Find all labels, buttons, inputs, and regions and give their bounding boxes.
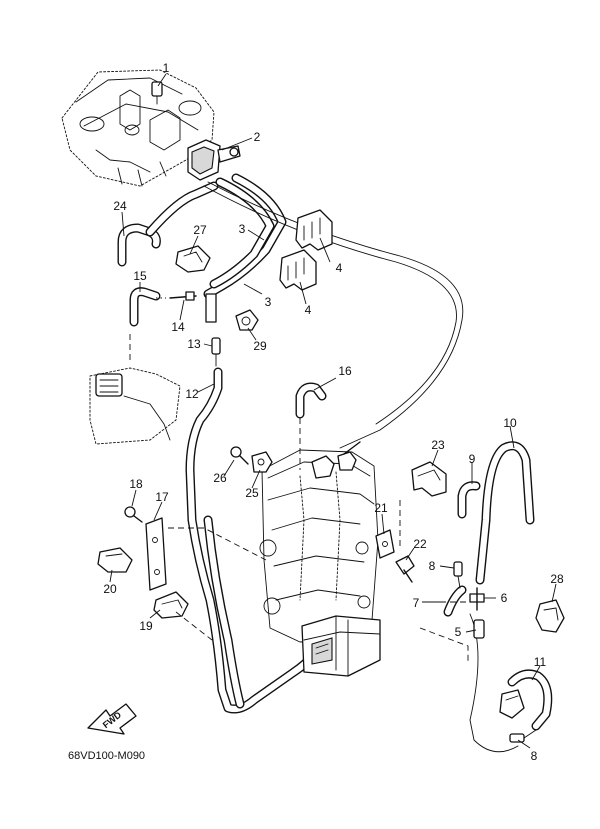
part-20-clip — [97, 547, 133, 573]
reference-lines — [156, 297, 470, 664]
callout-3-lower: 3 — [265, 295, 272, 309]
part-8-fitting-upper — [453, 561, 463, 589]
callout-28: 28 — [550, 572, 564, 586]
part-18-bolt — [124, 506, 143, 523]
part-28-clip — [535, 599, 565, 633]
callout-2: 1 — [163, 61, 170, 75]
callout-26: 26 — [213, 471, 227, 485]
callout-25: 25 — [245, 486, 259, 500]
leader-lines — [109, 73, 557, 749]
main-engine-block — [259, 418, 379, 643]
callout-21: 21 — [374, 501, 388, 515]
callout-9: 9 — [469, 452, 476, 466]
part-11-filter — [499, 689, 525, 719]
part-13-fitting — [211, 337, 221, 367]
part-22-bolt — [395, 555, 415, 583]
part-21-bracket — [375, 529, 395, 559]
part-17-bracket — [145, 517, 167, 591]
callout-18: 18 — [129, 477, 143, 491]
hoses — [117, 173, 553, 731]
callout-29: 29 — [253, 339, 267, 353]
part-19-clip — [153, 591, 189, 619]
part-26-bolt — [230, 446, 249, 465]
callout-13: 13 — [187, 337, 201, 351]
callout-24: 24 — [113, 199, 127, 213]
callout-8-upper: 8 — [429, 559, 436, 573]
part-23-clip — [411, 461, 447, 497]
lower-left-engine-fragment — [89, 330, 181, 445]
callout-17: 17 — [155, 490, 169, 504]
upper-engine-block — [61, 69, 215, 187]
vapor-separator — [301, 615, 381, 677]
callout-23: 23 — [431, 438, 445, 452]
callout-27: 27 — [193, 223, 207, 237]
callout-20: 20 — [103, 582, 117, 596]
callout-1: 2 — [254, 130, 261, 144]
callout-5: 5 — [455, 625, 462, 639]
part-5-fitting — [473, 619, 485, 639]
callout-4-lower: 4 — [305, 303, 312, 317]
callout-3-upper: 3 — [239, 222, 246, 236]
callout-8-lower: 8 — [531, 749, 538, 763]
callout-7: 7 — [413, 596, 420, 610]
callout-12: 12 — [185, 387, 199, 401]
part-27-clip — [175, 245, 211, 273]
callout-6: 6 — [501, 591, 508, 605]
part-2-bolt — [151, 81, 163, 105]
part-29-clip — [235, 309, 259, 331]
part-1-solenoid-valve — [187, 139, 241, 181]
callout-labels: 1 2 3 3 4 4 5 6 7 8 8 9 10 11 12 13 14 1… — [103, 61, 564, 763]
callout-15: 15 — [133, 269, 147, 283]
diagram-code: 68VD100-M090 — [68, 750, 145, 762]
callout-22: 22 — [413, 537, 427, 551]
part-8-fitting-lower — [509, 729, 537, 743]
callout-4-upper: 4 — [336, 261, 343, 275]
part-6-tee-fitting — [469, 587, 485, 611]
part-4-clamps — [279, 209, 333, 291]
callout-11: 11 — [534, 655, 547, 669]
part-14-connector — [169, 291, 217, 323]
callout-10: 10 — [503, 416, 517, 430]
part-25-clamp — [251, 451, 273, 473]
callout-19: 19 — [139, 619, 153, 633]
fwd-arrow-icon: FWD — [87, 703, 137, 735]
callout-16: 16 — [338, 364, 352, 378]
callout-14: 14 — [171, 320, 185, 334]
